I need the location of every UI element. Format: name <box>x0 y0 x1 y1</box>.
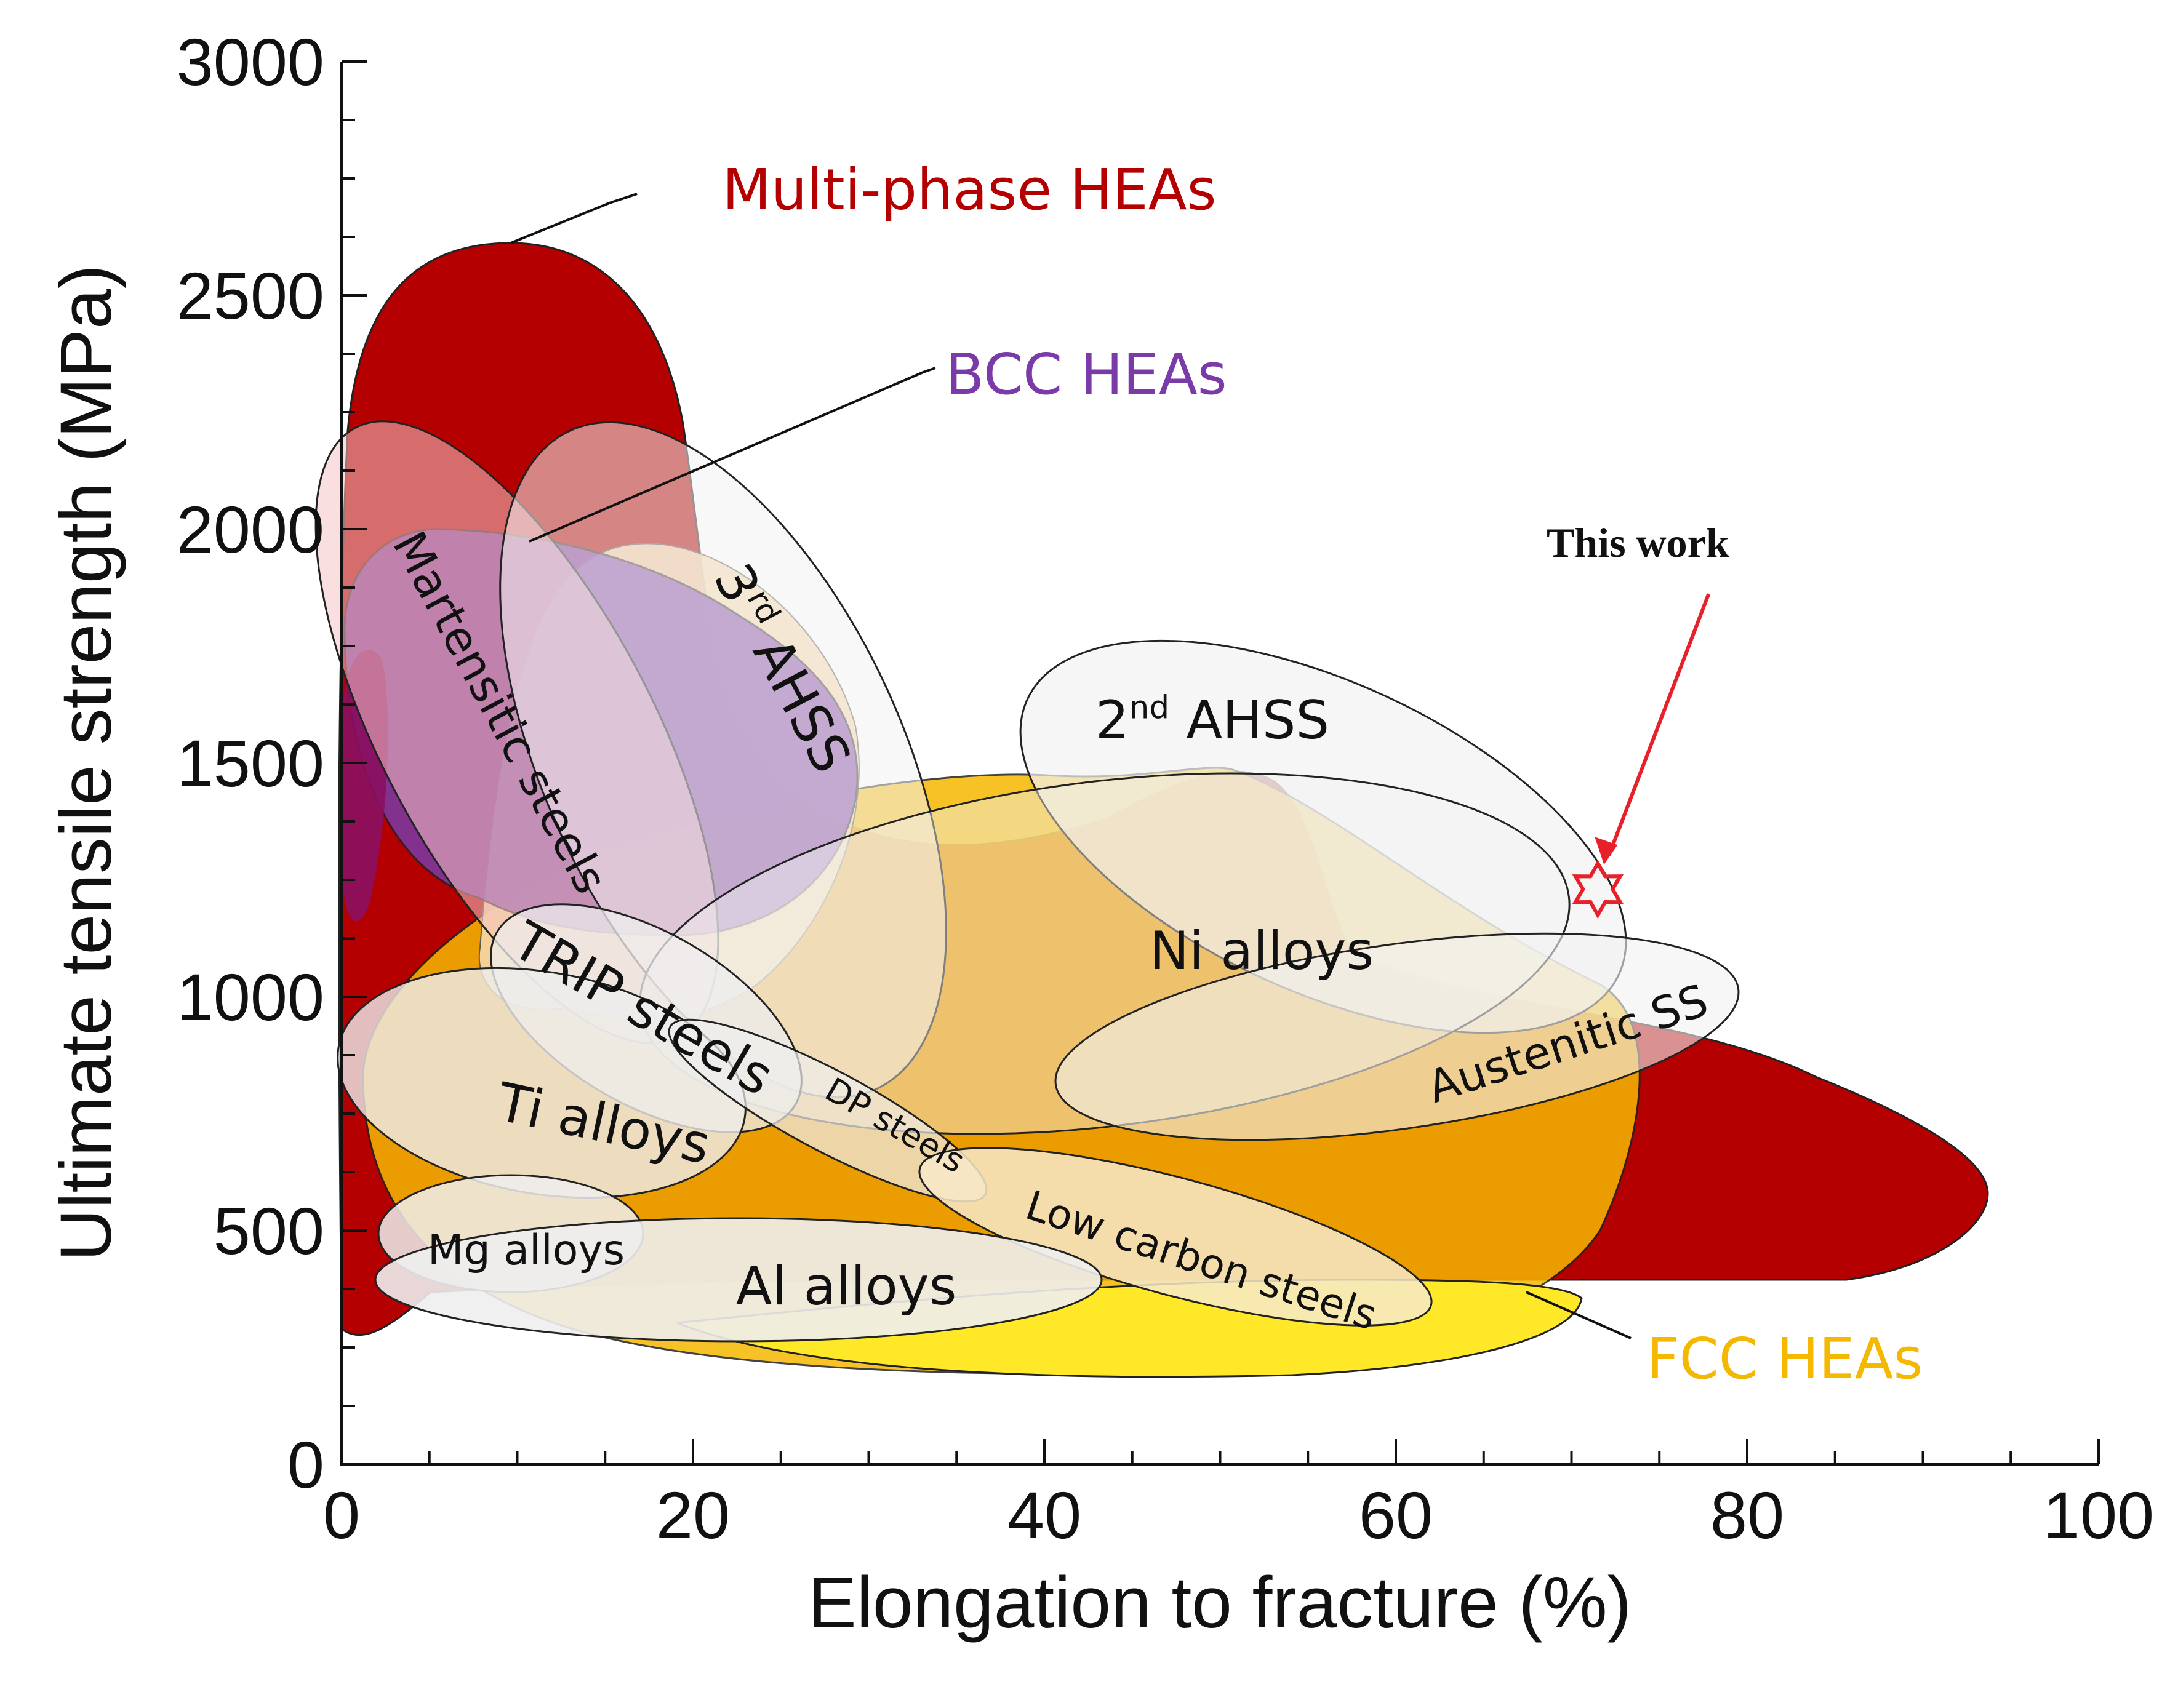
y-tick-label: 500 <box>214 1194 324 1268</box>
bcc-label: BCC HEAs <box>945 341 1227 407</box>
y-axis-label: Ultimate tensile strength (MPa) <box>46 265 127 1261</box>
ahss3-region <box>499 421 947 1099</box>
y-tick-label: 3000 <box>177 25 324 99</box>
x-tick-label: 20 <box>656 1478 730 1552</box>
al-region <box>374 1217 1103 1343</box>
ahss2-label: 2nd AHSS <box>1095 689 1329 751</box>
mg-label: Mg alloys <box>428 1226 625 1275</box>
y-tick-label: 0 <box>287 1427 324 1502</box>
x-ticks: 0 20 40 60 80 100 <box>323 1439 2154 1552</box>
y-tick-label: 1500 <box>177 726 324 800</box>
al-label: Al alloys <box>736 1256 957 1317</box>
y-tick-label: 2000 <box>177 492 324 567</box>
x-tick-label: 100 <box>2043 1478 2154 1552</box>
fcc-label: FCC HEAs <box>1647 1326 1923 1392</box>
ni-label: Ni alloys <box>1150 920 1374 982</box>
multi-label: Multi-phase HEAs <box>722 157 1216 223</box>
bcc-leader <box>529 367 936 543</box>
x-tick-label: 80 <box>1710 1478 1784 1552</box>
axes: 0 20 40 60 80 100 0 500 1000 1500 2000 2500 3000 El… <box>46 25 2154 1643</box>
y-tick-label: 2500 <box>177 258 324 333</box>
lowcarbon-region <box>918 1147 1433 1327</box>
x-tick-label: 60 <box>1359 1478 1433 1552</box>
x-tick-label: 0 <box>323 1478 360 1552</box>
y-ticks: 0 500 1000 1500 2000 2500 3000 <box>177 25 367 1502</box>
x-tick-label: 40 <box>1007 1478 1081 1552</box>
this-work-star-point <box>1572 860 1624 919</box>
austenitic-region <box>1054 932 1740 1141</box>
this-work-marker: This work <box>1547 519 1729 919</box>
x-axis-label: Elongation to fracture (%) <box>808 1562 1632 1643</box>
this-work-label: This work <box>1547 519 1729 566</box>
fcc-leader <box>1526 1291 1632 1339</box>
this-work-arrowhead <box>1595 837 1618 865</box>
y-tick-label: 1000 <box>177 960 324 1034</box>
this-work-arrow-line <box>1607 593 1711 856</box>
material-regions <box>314 242 1989 1378</box>
multi-phase-leader <box>510 193 638 244</box>
